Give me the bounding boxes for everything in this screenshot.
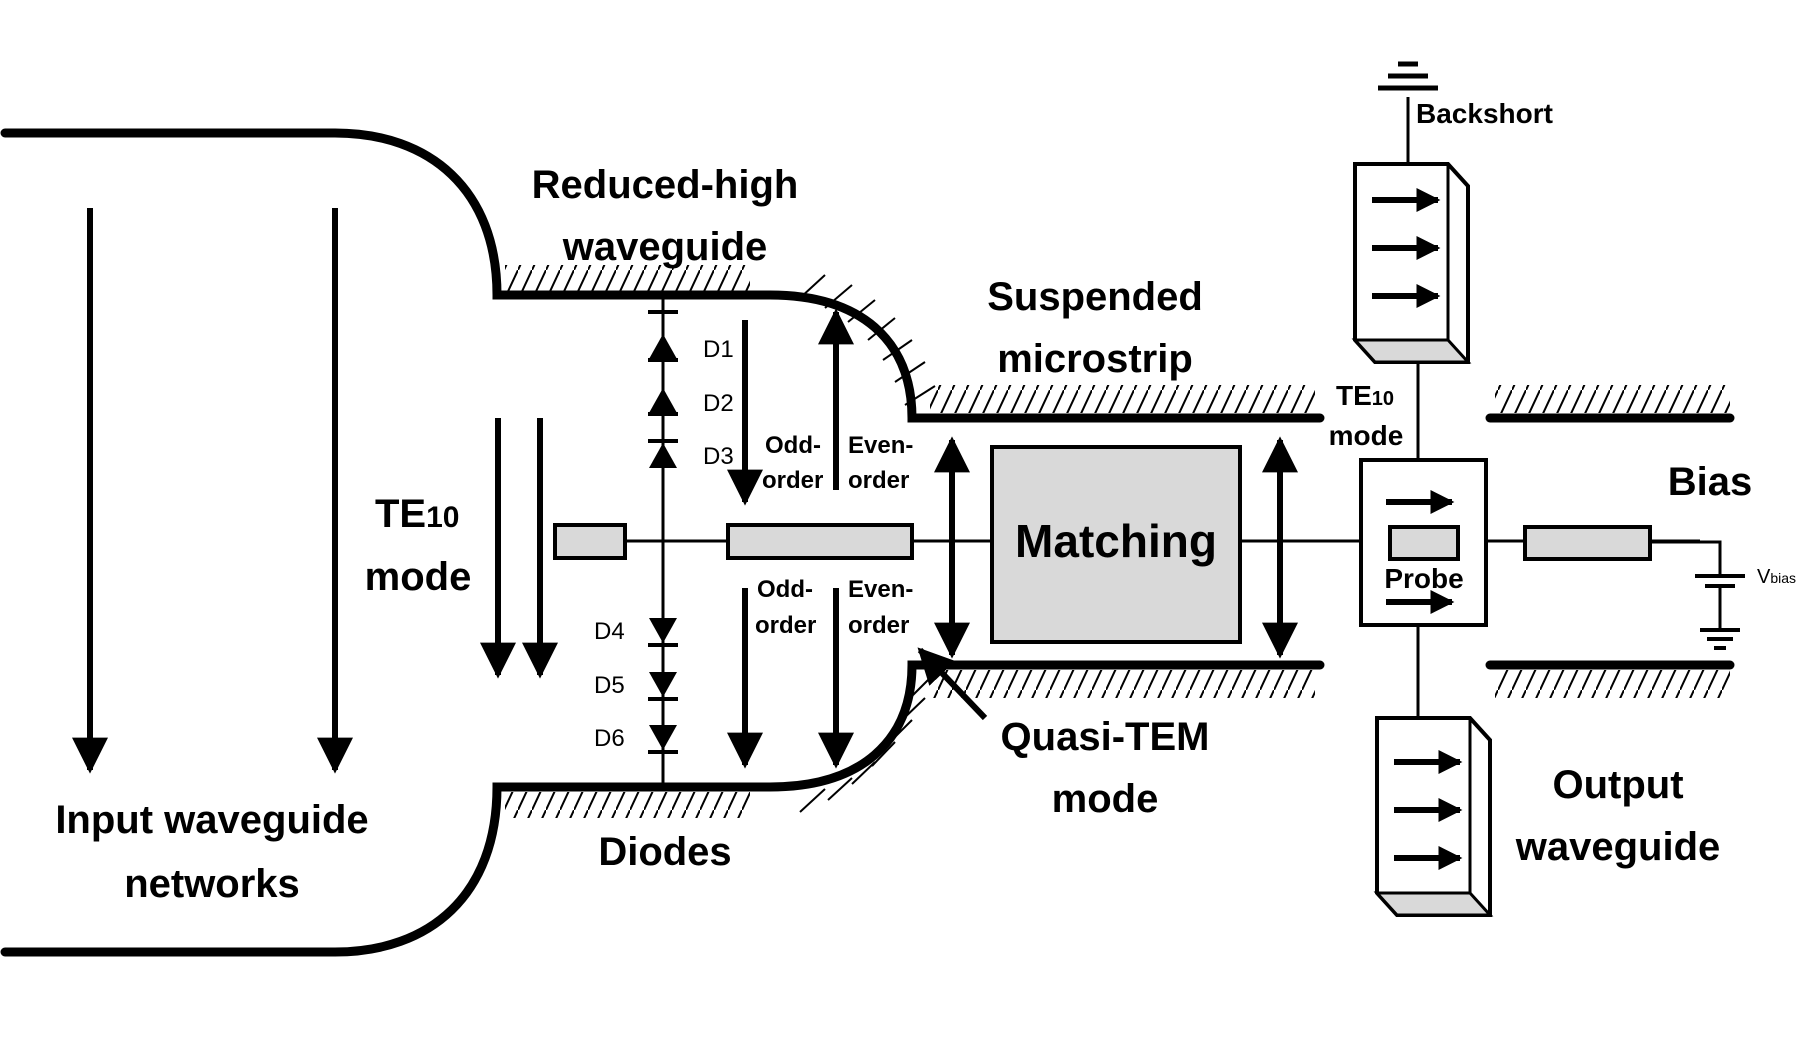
te10-left-mode-label: mode [365,555,472,599]
te10-left-label: TE10 [375,492,460,536]
diode-icon [648,618,678,754]
quasi-tem-pointer [917,647,988,721]
backshort-label: Backshort [1416,98,1553,129]
diode-icon [648,310,678,468]
reduced-high-label-line1: Reduced-high [532,163,799,207]
te10-right-mode-label: mode [1329,420,1404,451]
output-waveguide-box [1373,716,1494,917]
diode-label-d2: D2 [703,390,734,417]
diode-label-d3: D3 [703,443,734,470]
bias-stub [1523,525,1652,561]
odd-order-top-line2: order [762,467,823,494]
input-field-arrows [72,208,558,774]
input-stub [553,523,627,560]
top-waveguide-wall [0,128,1325,423]
harmonic-arrows [727,308,1298,769]
input-waveguide-label-line1: Input waveguide [55,798,368,842]
even-order-bottom-line1: Even- [848,576,913,603]
suspended-microstrip-line2: microstrip [997,337,1193,381]
battery-icon [1650,540,1745,650]
filter-stub [726,523,914,560]
suspended-microstrip-line1: Suspended [987,275,1203,319]
probe-stub [1388,525,1460,561]
backshort-box [1351,162,1472,364]
probe-section: Probe [1359,97,1488,718]
te10-right-label: TE10 [1336,380,1394,411]
ground-icon [1378,61,1438,91]
waveguide-walls [0,128,1735,957]
diode-label-d1: D1 [703,336,734,363]
diode-label-d6: D6 [594,725,625,752]
odd-order-top-line1: Odd- [765,432,821,459]
reduced-high-label-line2: waveguide [562,225,768,269]
probe-label: Probe [1384,563,1463,594]
matching-network [990,445,1242,644]
diode-label-d4: D4 [594,618,625,645]
bias-label: Bias [1668,460,1753,504]
quasi-tem-line1: Quasi-TEM [1001,715,1210,759]
matching-label: Matching [1015,515,1217,567]
odd-order-bottom-line2: order [755,612,816,639]
input-waveguide-label-line2: networks [124,862,300,906]
bottom-waveguide-wall [0,660,1325,957]
diode-label-d5: D5 [594,672,625,699]
diode-string: D1 D2 D3 D4 D5 D6 [594,298,734,787]
vbias-label: Vbias [1757,566,1796,588]
odd-order-bottom-line1: Odd- [757,576,813,603]
wall-hatching [505,265,1730,818]
even-order-bottom-line2: order [848,612,909,639]
output-waveguide-line1: Output [1552,763,1683,807]
even-order-top-line1: Even- [848,432,913,459]
output-waveguide-line2: waveguide [1515,825,1721,869]
quasi-tem-line2: mode [1052,777,1159,821]
diodes-label: Diodes [598,830,731,874]
even-order-top-line2: order [848,467,909,494]
